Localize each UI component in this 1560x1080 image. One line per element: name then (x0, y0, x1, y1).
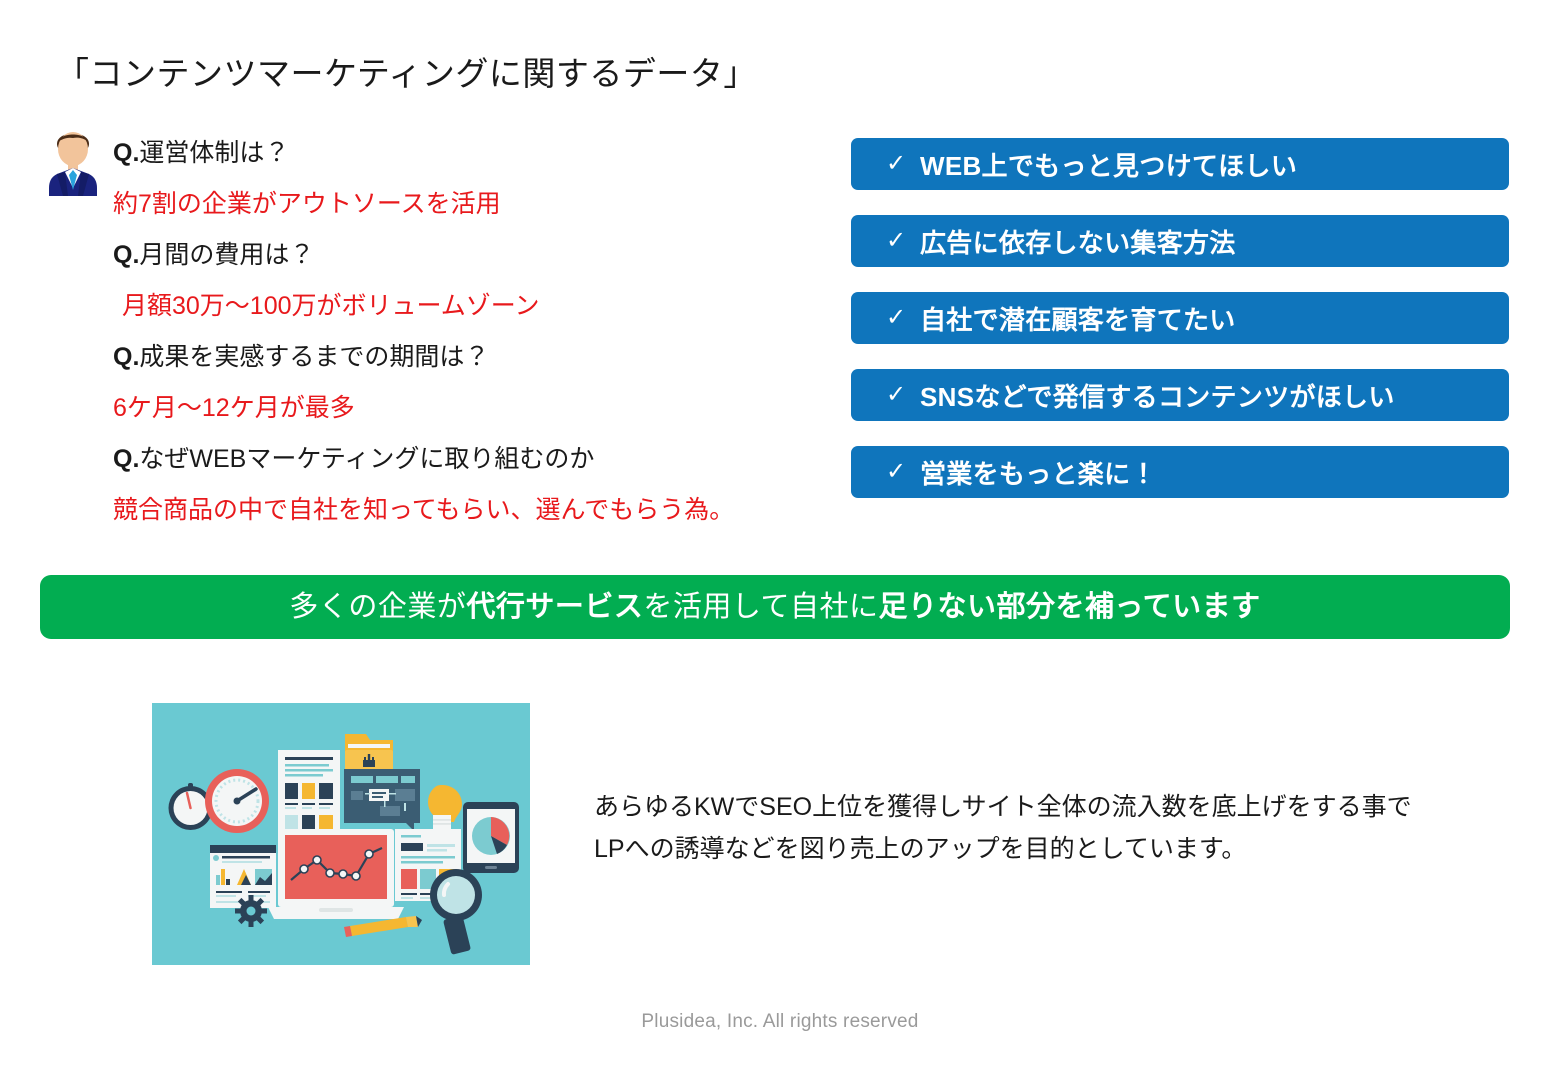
banner-part-2: を活用して自社に (643, 591, 879, 623)
checklist-item-0: ✓ WEB上でもっと見つけてほしい (851, 138, 1509, 190)
sitemap-panel-icon (344, 769, 420, 831)
qa-question-text: 運営体制は？ (139, 139, 290, 167)
footer-copyright: Plusidea, Inc. All rights reserved (641, 1011, 919, 1032)
qa-question-prefix: Q. (113, 343, 140, 371)
check-icon: ✓ (885, 150, 907, 177)
checklist-item-3: ✓ SNSなどで発信するコンテンツがほしい (851, 369, 1509, 421)
qa-question-prefix: Q. (113, 445, 140, 473)
banner-part-0: 多くの企業が (289, 591, 467, 623)
qa-answer: 約7割の企業がアウトソースを活用 (113, 190, 501, 218)
laptop-line-chart-icon (268, 829, 404, 919)
highlight-banner: 多くの企業が代行サービスを活用して自社に足りない部分を補っています (40, 575, 1510, 639)
qa-list: Q.運営体制は？ 約7割の企業がアウトソースを活用 Q.月間の費用は？ 月額30… (113, 128, 843, 536)
qa-question-prefix: Q. (113, 139, 140, 167)
benefits-checklist: ✓ WEB上でもっと見つけてほしい ✓ 広告に依存しない集客方法 ✓ 自社で潜在… (851, 138, 1509, 498)
magnifier-icon (430, 869, 482, 955)
stopwatch-small-icon (168, 783, 213, 830)
banner-part-1: 代行サービス (466, 591, 644, 623)
highlight-banner-text: 多くの企業が代行サービスを活用して自社に足りない部分を補っています (289, 590, 1260, 624)
qa-question: Q.成果を実感するまでの期間は？ (113, 332, 843, 383)
analytics-card-icon (210, 845, 276, 908)
qa-answer: 6ケ月～12ケ月が最多 (113, 394, 355, 422)
qa-answer: 月額30万～100万がボリュームゾーン (122, 292, 540, 320)
qa-question: Q.なぜWEBマーケティングに取り組むのか (113, 434, 843, 485)
checklist-item-label: SNSなどで発信するコンテンツがほしい (920, 381, 1395, 412)
checklist-item-label: WEB上でもっと見つけてほしい (920, 150, 1298, 181)
gear-icon (235, 895, 267, 927)
qa-answer: 競合商品の中で自社を知ってもらい、選んでもらう為。 (113, 496, 735, 524)
checklist-item-4: ✓ 営業をもっと楽に！ (851, 446, 1509, 498)
qa-question-prefix: Q. (113, 241, 140, 269)
qa-question-text: 月間の費用は？ (139, 241, 315, 269)
pencil-icon (344, 916, 422, 937)
checklist-item-label: 自社で潜在顧客を育てたい (920, 304, 1236, 335)
qa-question: Q.月間の費用は？ (113, 230, 843, 281)
description-paragraph: あらゆるKWでSEO上位を獲得しサイト全体の流入数を底上げをする事で LPへの誘… (594, 786, 1514, 870)
tablet-pie-chart-icon (463, 802, 519, 873)
banner-part-3: 足りない部分を補っています (878, 591, 1261, 623)
page-title: 「コンテンツマーケティングに関するデータ」 (56, 55, 757, 92)
qa-question-text: なぜWEBマーケティングに取り組むのか (139, 445, 595, 473)
check-icon: ✓ (885, 458, 907, 485)
check-icon: ✓ (885, 227, 907, 254)
digital-marketing-flat-illustration (152, 703, 530, 965)
checklist-item-2: ✓ 自社で潜在顧客を育てたい (851, 292, 1509, 344)
paragraph-line-1: あらゆるKWでSEO上位を獲得しサイト全体の流入数を底上げをする事で (594, 793, 1412, 821)
checklist-item-1: ✓ 広告に依存しない集客方法 (851, 215, 1509, 267)
paragraph-line-2: LPへの誘導などを図り売上のアップを目的としています。 (594, 835, 1247, 863)
checklist-item-label: 営業をもっと楽に！ (920, 458, 1157, 489)
check-icon: ✓ (885, 381, 907, 408)
check-icon: ✓ (885, 304, 907, 331)
qa-question: Q.運営体制は？ (113, 128, 843, 179)
qa-question-text: 成果を実感するまでの期間は？ (139, 343, 490, 371)
businessman-avatar-icon (40, 120, 106, 196)
clock-icon (205, 769, 269, 833)
checklist-item-label: 広告に依存しない集客方法 (920, 227, 1236, 258)
